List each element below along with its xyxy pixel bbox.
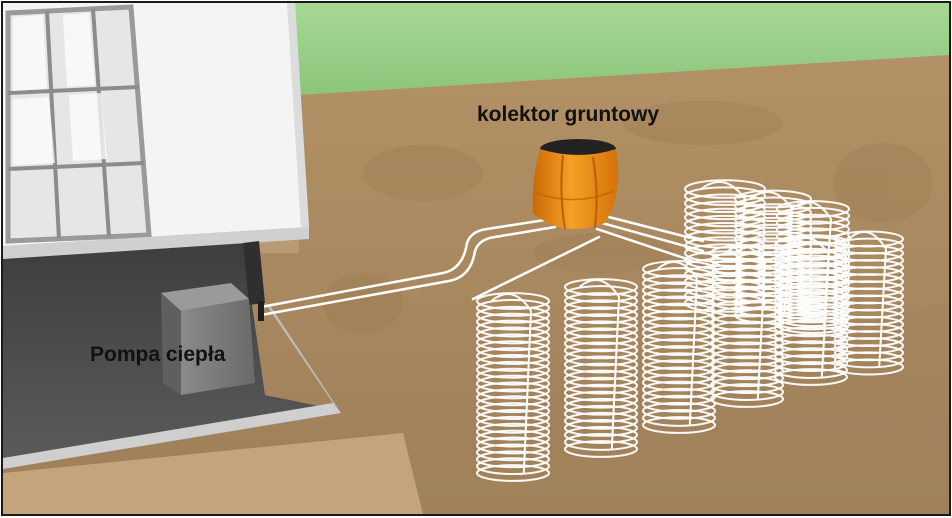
basement-wall-right [243, 241, 265, 305]
basement-ceiling [3, 227, 309, 259]
ground-coil [642, 260, 716, 434]
foreground-soil [3, 433, 423, 514]
window-panes [13, 13, 107, 165]
spiral-coils [476, 179, 904, 482]
ground-heat-pump-scene [3, 3, 949, 514]
house-wall-shadow [287, 3, 309, 229]
ground-coil [776, 200, 850, 334]
grass-surface [293, 3, 949, 95]
collector-tank [532, 139, 618, 230]
heat-pump-label: Pompa ciepła [90, 343, 226, 366]
heat-pump-unit [161, 283, 255, 395]
collector-label: kolektor gruntowy [477, 103, 660, 126]
pipe-wall-entry [258, 301, 264, 321]
basement-sill [3, 403, 341, 469]
basement-sill-edge [265, 303, 341, 413]
ground-coil [476, 292, 550, 482]
ground-coil [564, 278, 638, 458]
